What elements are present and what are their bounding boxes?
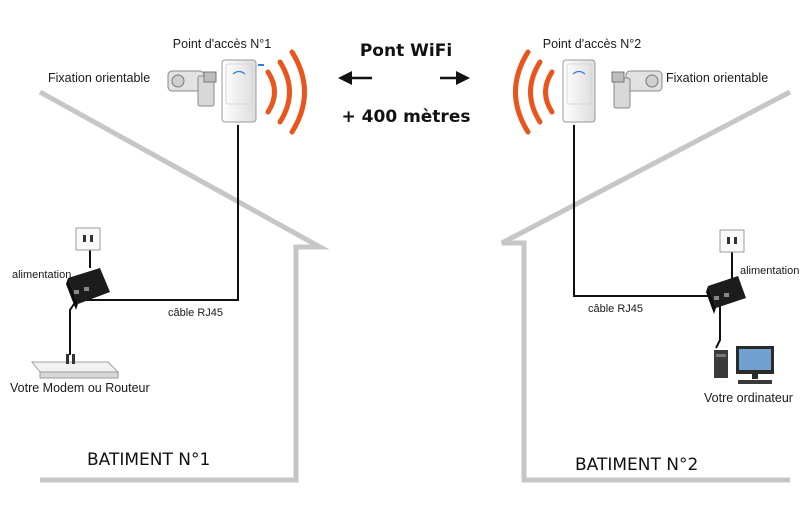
wall-socket-2-icon [719,229,745,253]
rj45-cable-1 [84,125,239,301]
mount-1-label: Fixation orientable [48,71,150,85]
router-icon [30,354,120,379]
access-point-1-label: Point d'accès N°1 [173,37,271,51]
power-2-label: alimentation [740,265,799,277]
cable-building-2 [573,125,733,349]
building-1-name: BATIMENT N°1 [87,450,210,470]
mount-2 [611,70,663,109]
signal-waves-1-icon [265,49,307,135]
mount-2-label: Fixation orientable [666,71,768,85]
diagram-title: Pont WiFi [360,41,452,61]
mount-1 [167,70,217,107]
access-point-1 [221,59,264,123]
poe-injector-2 [706,276,746,314]
rj45-cable-2 [573,125,710,297]
arrow-right-icon [440,71,470,85]
building-2-outline [500,89,792,483]
cable-2-label: câble RJ45 [588,303,643,315]
access-point-2 [562,59,596,123]
ubiquiti-logo-icon [572,70,586,75]
building-2-name: BATIMENT N°2 [575,455,698,475]
power-1-label: alimentation [12,269,71,281]
access-point-2-label: Point d'accès N°2 [543,37,641,51]
device-2-label: Votre ordinateur [704,391,793,405]
distance-label: + 400 mètres [342,107,471,127]
poe-injector-1 [66,268,110,310]
computer-icon [714,346,774,384]
ubiquiti-logo-icon [232,70,246,75]
signal-waves-2-icon [513,49,555,135]
pc-cable [715,302,721,349]
device-1-label: Votre Modem ou Routeur [10,381,150,395]
cable-1-label: câble RJ45 [168,307,223,319]
wall-socket-1-icon [75,227,101,251]
arrow-left-icon [338,71,372,85]
